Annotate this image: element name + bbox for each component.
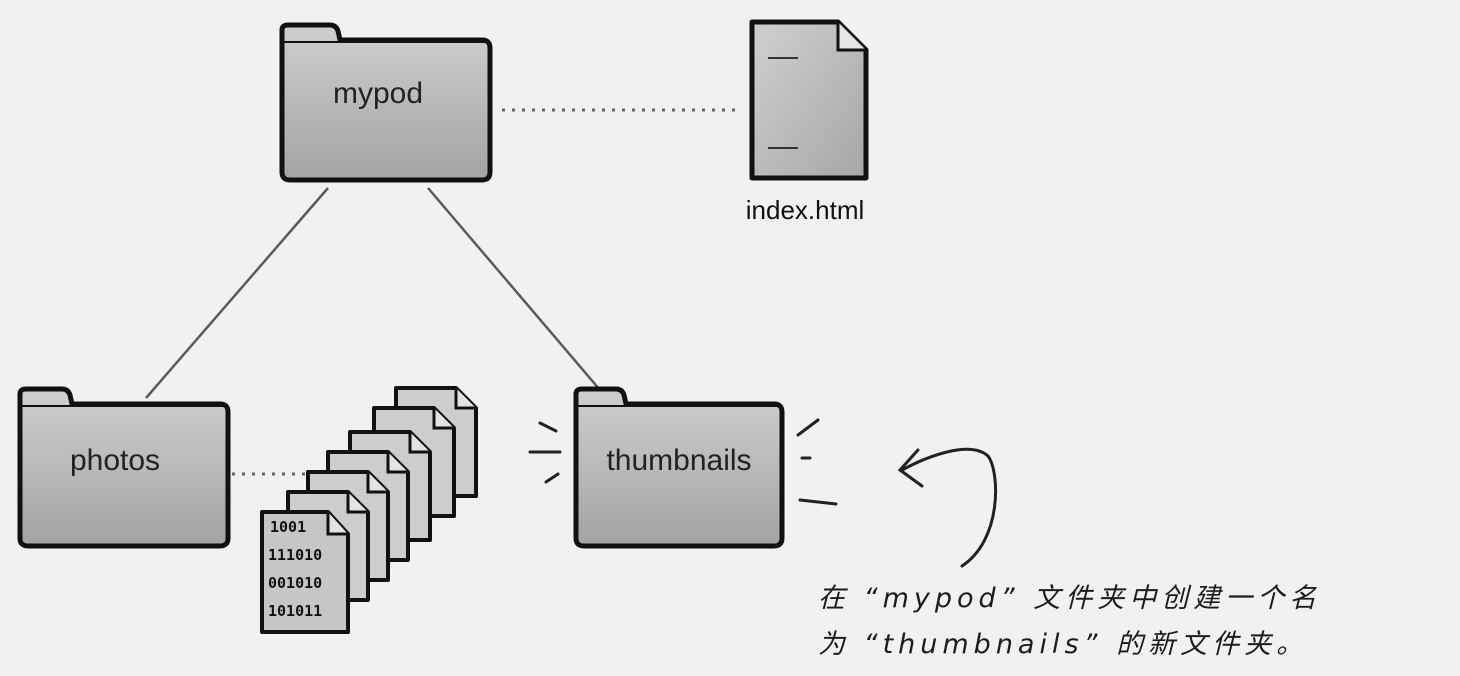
- folder-icon: [279, 22, 493, 183]
- image-file-stack: 1001 111010 001010 101011: [260, 386, 478, 634]
- document-icon: [260, 510, 350, 634]
- image-file-text: 111010: [268, 546, 322, 564]
- folder-icon: [573, 386, 785, 549]
- image-file-text: 1001: [270, 518, 306, 536]
- annotation-note: 在 “mypod” 文件夹中创建一个名 为 “thumbnails” 的新文件夹…: [818, 576, 1458, 668]
- connector-lines: [145, 108, 742, 476]
- photos-folder[interactable]: photos: [17, 386, 231, 549]
- mypod-folder[interactable]: mypod: [279, 22, 493, 183]
- emphasis-marks: [528, 418, 838, 506]
- arrow-icon: [897, 447, 997, 568]
- image-file-text: 001010: [268, 574, 322, 592]
- photos-label: photos: [70, 444, 160, 477]
- thumbnails-folder[interactable]: thumbnails: [573, 386, 785, 549]
- folder-icon: [17, 386, 231, 549]
- mypod-label: mypod: [333, 77, 423, 110]
- annotation-line-1: 在 “mypod” 文件夹中创建一个名: [818, 583, 1322, 614]
- image-file-text: 101011: [268, 602, 322, 620]
- document-icon: [749, 19, 869, 181]
- thumbnails-label: thumbnails: [606, 444, 751, 477]
- annotation-line-2: 为 “thumbnails” 的新文件夹。: [818, 629, 1309, 660]
- index-html-file[interactable]: index.html: [746, 19, 869, 225]
- index-html-label: index.html: [746, 195, 865, 225]
